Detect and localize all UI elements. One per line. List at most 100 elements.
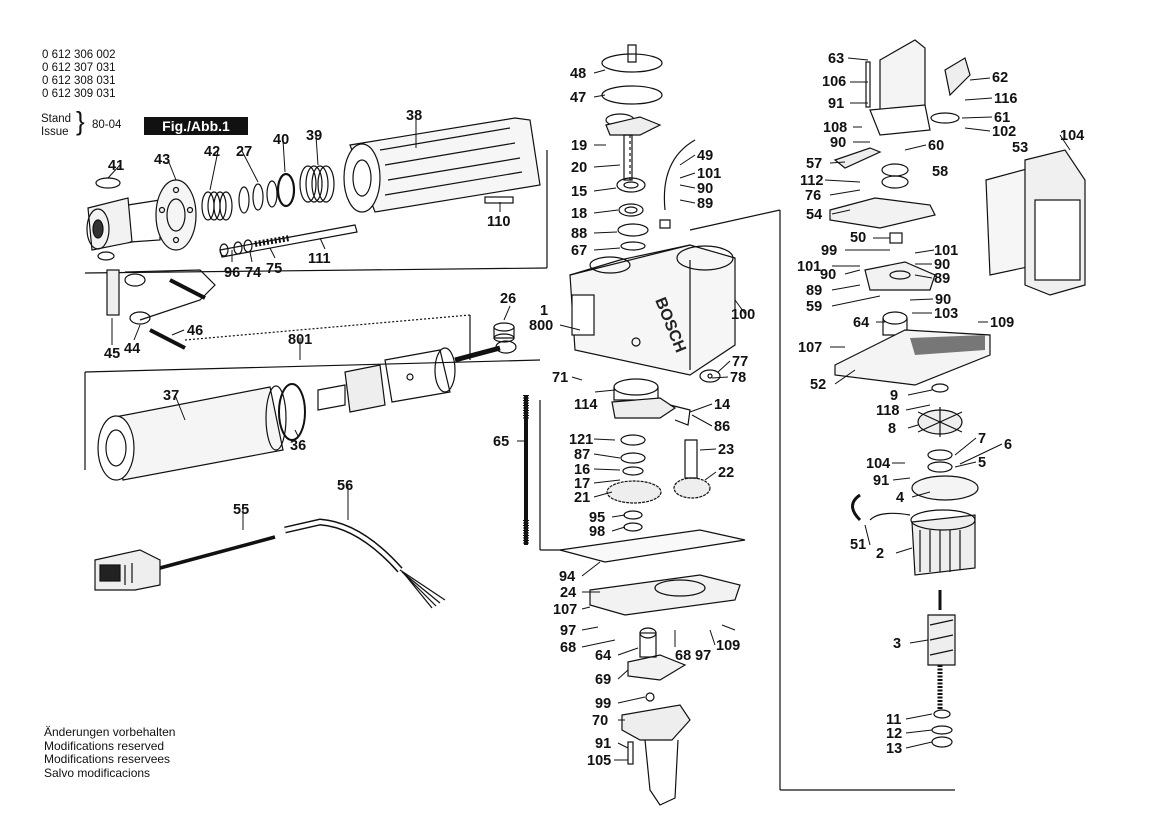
leader-line [593,187,617,192]
leader-line [954,437,977,456]
callout-c11: 11 [886,712,902,728]
spring-42 [201,191,233,221]
callout-c50: 50 [850,230,867,246]
issue-label: Issue [41,126,69,138]
callout-c89b: 89 [806,283,823,299]
modifications-notice: Änderungen vorbehalten Modifications res… [44,725,176,780]
piston-801 [317,340,517,413]
grouping-frame-right [689,209,955,791]
callout-c19: 19 [571,138,588,154]
leader-line [905,713,933,720]
leader-line [831,209,851,215]
leader-line [593,453,621,459]
callout-c109b: 109 [716,638,741,654]
notice-line-en: Modifications reserved [44,738,165,753]
callout-c90a: 90 [830,135,847,151]
callout-c89a: 89 [934,271,951,287]
notice-line-fr: Modifications reservees [44,752,171,766]
leader-line [593,479,621,484]
leader-line [571,376,583,381]
leader-line [133,324,141,341]
leader-line [689,403,713,413]
callout-c38: 38 [406,108,423,124]
leader-line [581,561,601,577]
callout-c90c: 90 [934,257,951,273]
leader-line [904,144,927,151]
callout-c20: 20 [571,160,588,176]
callout-c74: 74 [245,265,262,281]
leader-line [734,299,747,316]
callout-c107a: 107 [798,340,823,356]
notice-line-de: Änderungen vorbehalten [44,725,176,739]
callout-c48: 48 [570,66,587,82]
callout-c16: 16 [574,462,591,478]
callout-c101c: 101 [697,166,722,182]
pin-110 [484,196,514,204]
leader-line [249,251,253,263]
callout-c18: 18 [571,206,588,222]
callout-c111: 111 [308,251,331,267]
callout-c67: 67 [571,243,588,259]
callout-c104a: 104 [1060,128,1085,144]
shaft-111 [219,224,358,258]
tool-holder-41 [86,177,161,251]
callout-c54: 54 [806,207,823,223]
callout-c103: 103 [934,306,959,322]
leader-line [593,468,621,471]
callout-c101a: 101 [934,243,959,259]
leader-line [914,249,935,254]
callout-c65: 65 [493,434,510,450]
callout-c101b: 101 [797,259,822,275]
leader-line [829,189,861,196]
motor-housing-52 [834,329,991,386]
callout-c46: 46 [187,323,204,339]
leader-line [831,295,881,307]
callout-c105: 105 [587,753,612,769]
callout-c55: 55 [233,502,250,518]
side-cover-53 [985,149,1086,296]
lever-45-46 [97,251,216,350]
leader-line [209,150,219,191]
cable-56 [284,518,446,609]
gasket-94 [559,529,746,563]
leader-line [617,647,639,656]
callout-c91b: 91 [873,473,890,489]
bottom-handle-70 [621,627,691,806]
leader-line [617,742,629,749]
leader-line [679,199,696,204]
callout-c57: 57 [806,156,823,172]
callout-c62: 62 [992,70,1009,86]
callout-c60: 60 [928,138,945,154]
callout-c17: 17 [574,476,591,492]
leader-line [691,414,713,427]
leader-line [959,443,1003,465]
leader-line [895,547,913,554]
leader-line [969,77,991,81]
guide-tube-38 [343,117,541,213]
callout-c24: 24 [560,585,577,601]
part-number-3: 0 612 308 031 [42,75,116,87]
callout-c63: 63 [828,51,845,67]
callout-c97b: 97 [695,648,712,664]
callout-c99b: 99 [595,696,612,712]
plug-55 [94,535,276,591]
callout-c21: 21 [574,490,591,506]
handle-63 [865,39,931,136]
o-ring-36 [278,383,306,441]
callout-c13: 13 [886,741,903,757]
leader-line [611,514,626,518]
callout-c109a: 109 [990,315,1015,331]
callout-c99a: 99 [821,243,838,259]
leader-line [581,626,599,631]
leader-line [282,139,286,173]
leader-line [617,669,629,680]
leader-line [107,164,121,179]
leader-line [617,696,646,704]
callout-c26: 26 [500,291,517,307]
part-number-2: 0 612 307 031 [42,62,116,74]
callout-c108: 108 [823,120,848,136]
intermediate-flange-14 [611,378,691,426]
leader-line [503,305,511,321]
callout-c41: 41 [108,158,125,174]
